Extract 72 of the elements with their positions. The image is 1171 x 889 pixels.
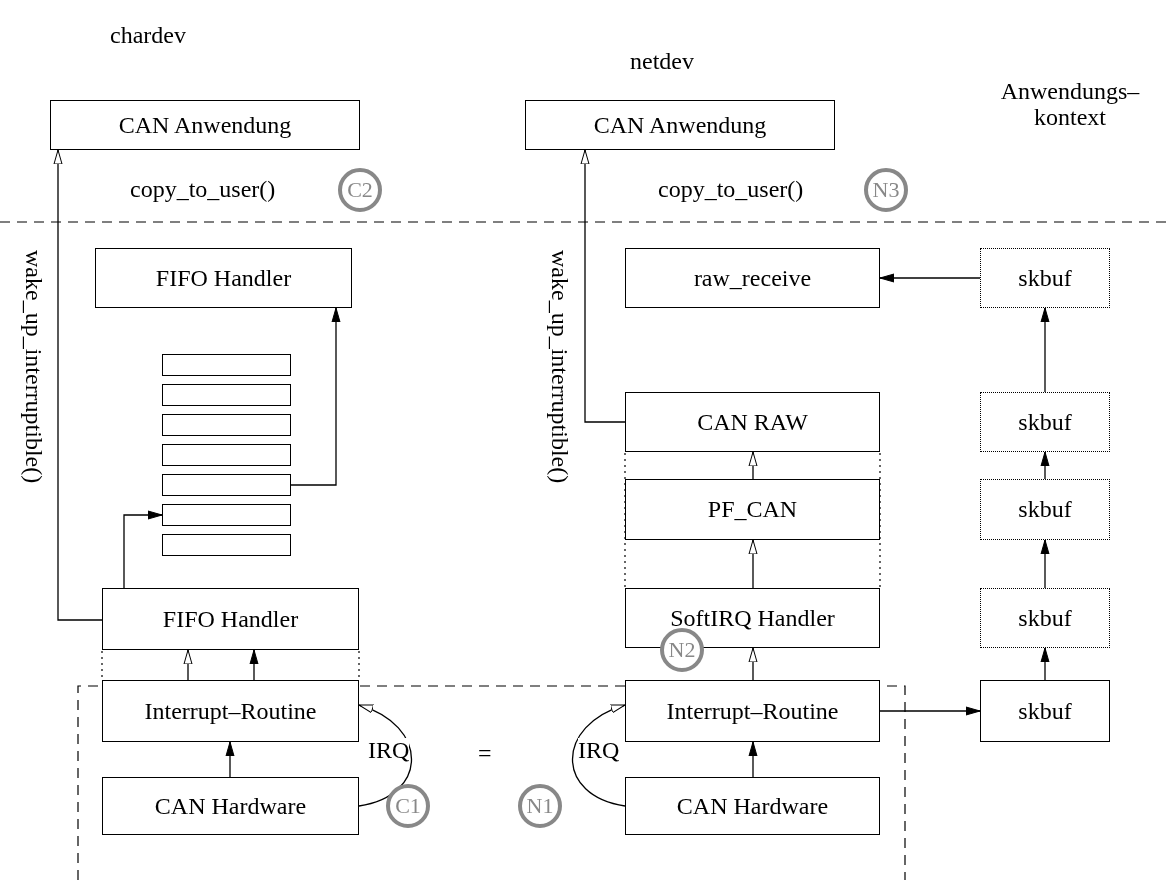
arrow [879, 273, 981, 283]
queue-slot [162, 504, 291, 526]
box-text: FIFO Handler [162, 605, 299, 633]
process-box [980, 248, 1110, 308]
box-text: FIFO Handler [155, 264, 292, 292]
process-box [625, 777, 880, 835]
queue-slot [162, 534, 291, 556]
arrow [748, 539, 758, 589]
process-box [625, 479, 880, 540]
process-box [102, 680, 359, 742]
arrow [1040, 451, 1050, 480]
arrow [53, 149, 103, 621]
box-text: CAN Anwendung [118, 111, 292, 139]
arrow [748, 647, 758, 681]
callout-number: C2 [338, 168, 382, 212]
callout-number: N1 [518, 784, 562, 828]
arrow [123, 510, 163, 589]
text-label: netdev [630, 48, 694, 75]
box-text: PF_CAN [707, 496, 798, 523]
box-text: skbuf [1018, 264, 1072, 292]
arrow [358, 704, 413, 807]
queue-slot [162, 474, 291, 496]
process-box [980, 479, 1110, 540]
arrow [183, 649, 193, 681]
text-label: Anwendungs– kontext [1000, 78, 1140, 131]
arrow [879, 706, 981, 716]
box-text: raw_receive [693, 264, 812, 292]
box-text: skbuf [1018, 604, 1072, 632]
process-box [625, 392, 880, 452]
box-text: Interrupt–Routine [666, 697, 839, 725]
process-box [980, 392, 1110, 452]
process-box [95, 248, 352, 308]
edge-label: wake_up_interruptible() [22, 250, 46, 484]
process-box [980, 680, 1110, 742]
callout-number: C1 [386, 784, 430, 828]
queue-slot [162, 354, 291, 376]
box-text: CAN Anwendung [593, 111, 767, 139]
box-text: skbuf [1018, 408, 1072, 436]
arrow [580, 149, 626, 423]
box-text: skbuf [1018, 697, 1072, 725]
box-text: CAN Hardware [154, 792, 307, 820]
queue-slot [162, 444, 291, 466]
arrow [225, 741, 235, 778]
arrow [290, 307, 341, 486]
process-box [102, 588, 359, 650]
edge-label: IRQ [368, 738, 410, 762]
process-box [625, 248, 880, 308]
arrow [249, 649, 259, 681]
arrow [571, 704, 626, 807]
box-text: Interrupt–Routine [144, 697, 317, 725]
process-box [625, 680, 880, 742]
edge-label: wake_up_interruptible() [548, 250, 572, 484]
box-text: CAN Hardware [676, 792, 829, 820]
text-label: chardev [110, 22, 186, 49]
queue-slot [162, 414, 291, 436]
text-label: copy_to_user() [130, 176, 276, 203]
queue-slot [162, 384, 291, 406]
process-box [980, 588, 1110, 648]
arrow [1040, 307, 1050, 393]
box-text: CAN RAW [697, 408, 808, 436]
process-box [525, 100, 835, 150]
arrow [1040, 539, 1050, 589]
process-box [50, 100, 360, 150]
arrow [1040, 647, 1050, 681]
arrow [748, 741, 758, 778]
text-label: copy_to_user() [658, 176, 804, 203]
arrow [748, 451, 758, 480]
process-box [102, 777, 359, 835]
text-label: = [478, 740, 492, 767]
edge-label: IRQ [578, 738, 620, 762]
box-text: skbuf [1018, 496, 1072, 523]
callout-number: N3 [864, 168, 908, 212]
